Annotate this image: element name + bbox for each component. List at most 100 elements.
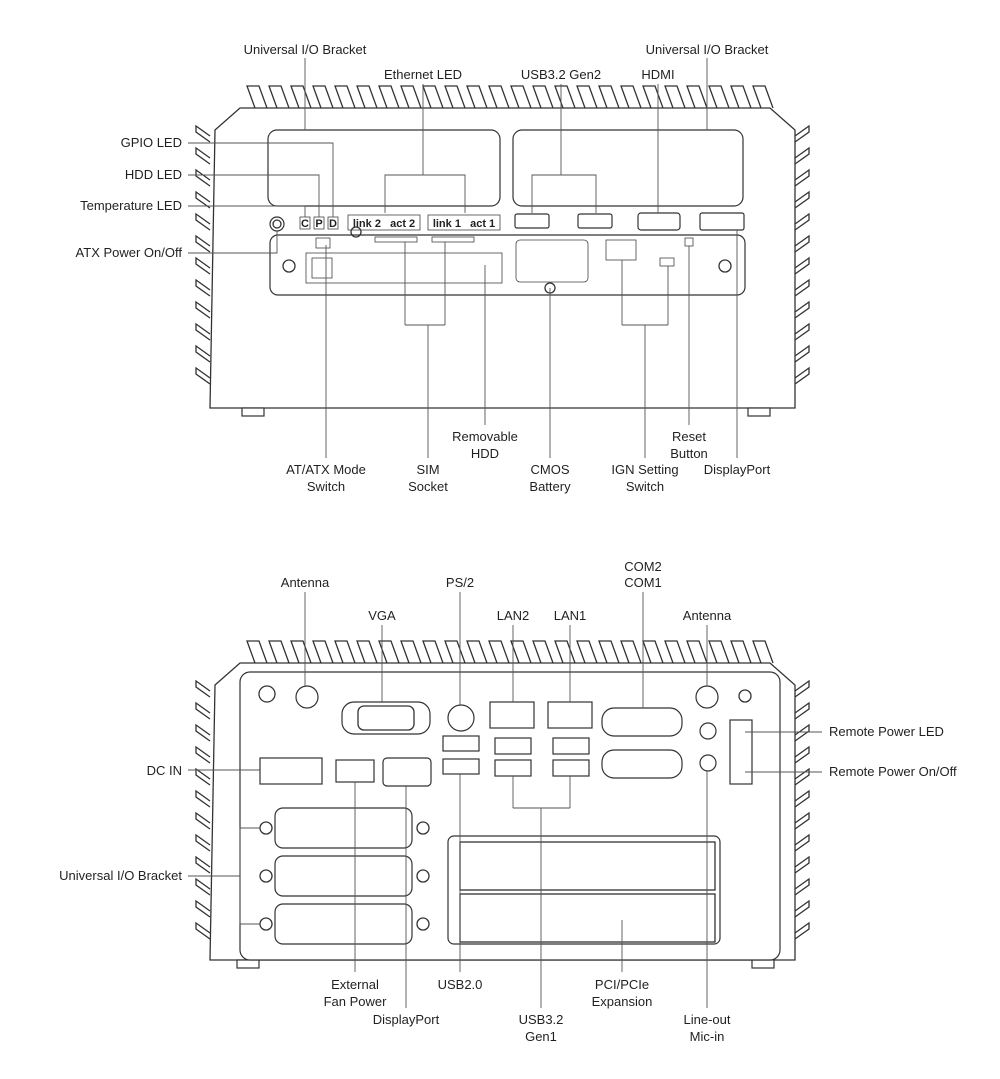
fin [195,811,211,830]
led-p-text: P [315,218,322,230]
fin [246,85,268,109]
fin [334,640,356,664]
eth-led-2-text: link 2 act 2 [353,218,415,230]
label-pci-expansion: Expansion [592,994,653,1009]
usb20-port [442,758,480,775]
fin [794,855,810,874]
fin [664,640,686,664]
vga-port [341,701,431,735]
fin [794,811,810,830]
io-bracket-right [512,129,744,207]
fin [554,640,576,664]
fin [794,701,810,720]
sim-slot [374,236,418,243]
ethernet-led-1 [427,214,501,231]
ground-screw [258,685,276,703]
fin [488,85,510,109]
front-view-chassis: C P D link 2 act 2 link 1 act 1 [195,85,810,417]
label-line-out: Line-out [684,1012,731,1027]
ethernet-led-2 [347,214,421,231]
fin [466,85,488,109]
fin [532,640,554,664]
label-atx-power: ATX Power On/Off [76,245,183,260]
fin [195,877,211,896]
fin [794,190,810,209]
foot [236,959,260,969]
fin [794,745,810,764]
fan-power-connector [335,759,375,783]
usb-gen1-port [552,737,590,755]
fin [532,85,554,109]
label-reset-button: Reset [672,429,706,444]
fin [620,640,642,664]
usb-gen1-port [552,759,590,777]
fin [195,767,211,786]
label-gpio-led: GPIO LED [121,135,182,150]
fin [444,640,466,664]
fin [794,322,810,341]
rear-view-chassis [195,640,810,969]
label-at-atx-switch: Switch [307,479,345,494]
label-reset-button: Button [670,446,708,461]
fin [400,640,422,664]
label-usb32-gen2: USB3.2 Gen2 [521,67,601,82]
label-com1: COM1 [624,575,662,590]
fin [794,723,810,742]
fin [195,789,211,808]
fin [730,640,752,664]
fin [730,85,752,109]
heatsink-fins [195,85,810,385]
fin [794,234,810,253]
lan2-port [489,701,535,729]
fin [794,278,810,297]
fin [642,85,664,109]
antenna-connector [695,685,719,709]
fin [794,300,810,319]
rear-leader-lines [188,592,822,1008]
usb20-port [442,735,480,752]
io-bracket [274,855,413,897]
label-at-atx-switch: AT/ATX Mode [286,462,366,477]
label-lan2: LAN2 [497,608,530,623]
label-ign-switch: IGN Setting [611,462,678,477]
remote-power-connector [729,719,753,785]
line-out-jack [699,722,717,740]
label-antenna-right: Antenna [683,608,732,623]
label-displayport: DisplayPort [373,1012,440,1027]
fin [794,767,810,786]
label-cmos-battery: Battery [529,479,571,494]
label-usb32-gen1: Gen1 [525,1029,557,1044]
lan1-port [547,701,593,729]
atx-power-button [269,216,285,232]
usb-gen2-port [577,213,613,229]
fin [422,85,444,109]
fin [794,833,810,852]
fin [686,85,708,109]
com1-port [601,749,683,779]
fin [246,640,268,664]
fin [794,877,810,896]
chassis-outline [209,107,796,409]
fin [488,640,510,664]
usb-gen1-port [494,759,532,777]
reset-button [684,237,694,247]
eth-led-1-text: link 1 act 1 [433,218,495,230]
fin [195,855,211,874]
sim-slot [431,236,475,243]
label-temperature-led: Temperature LED [80,198,182,213]
io-bracket [274,903,413,945]
fin [794,256,810,275]
fin [752,85,774,109]
label-removable-hdd: Removable [452,429,518,444]
mic-in-jack [699,754,717,772]
chassis-outline [209,662,796,961]
fin [195,833,211,852]
fin [195,124,211,143]
front-leader-lines [188,58,738,458]
fin [794,168,810,187]
label-ethernet-led: Ethernet LED [384,67,462,82]
fin [356,85,378,109]
fin [195,899,211,918]
fin [510,640,532,664]
